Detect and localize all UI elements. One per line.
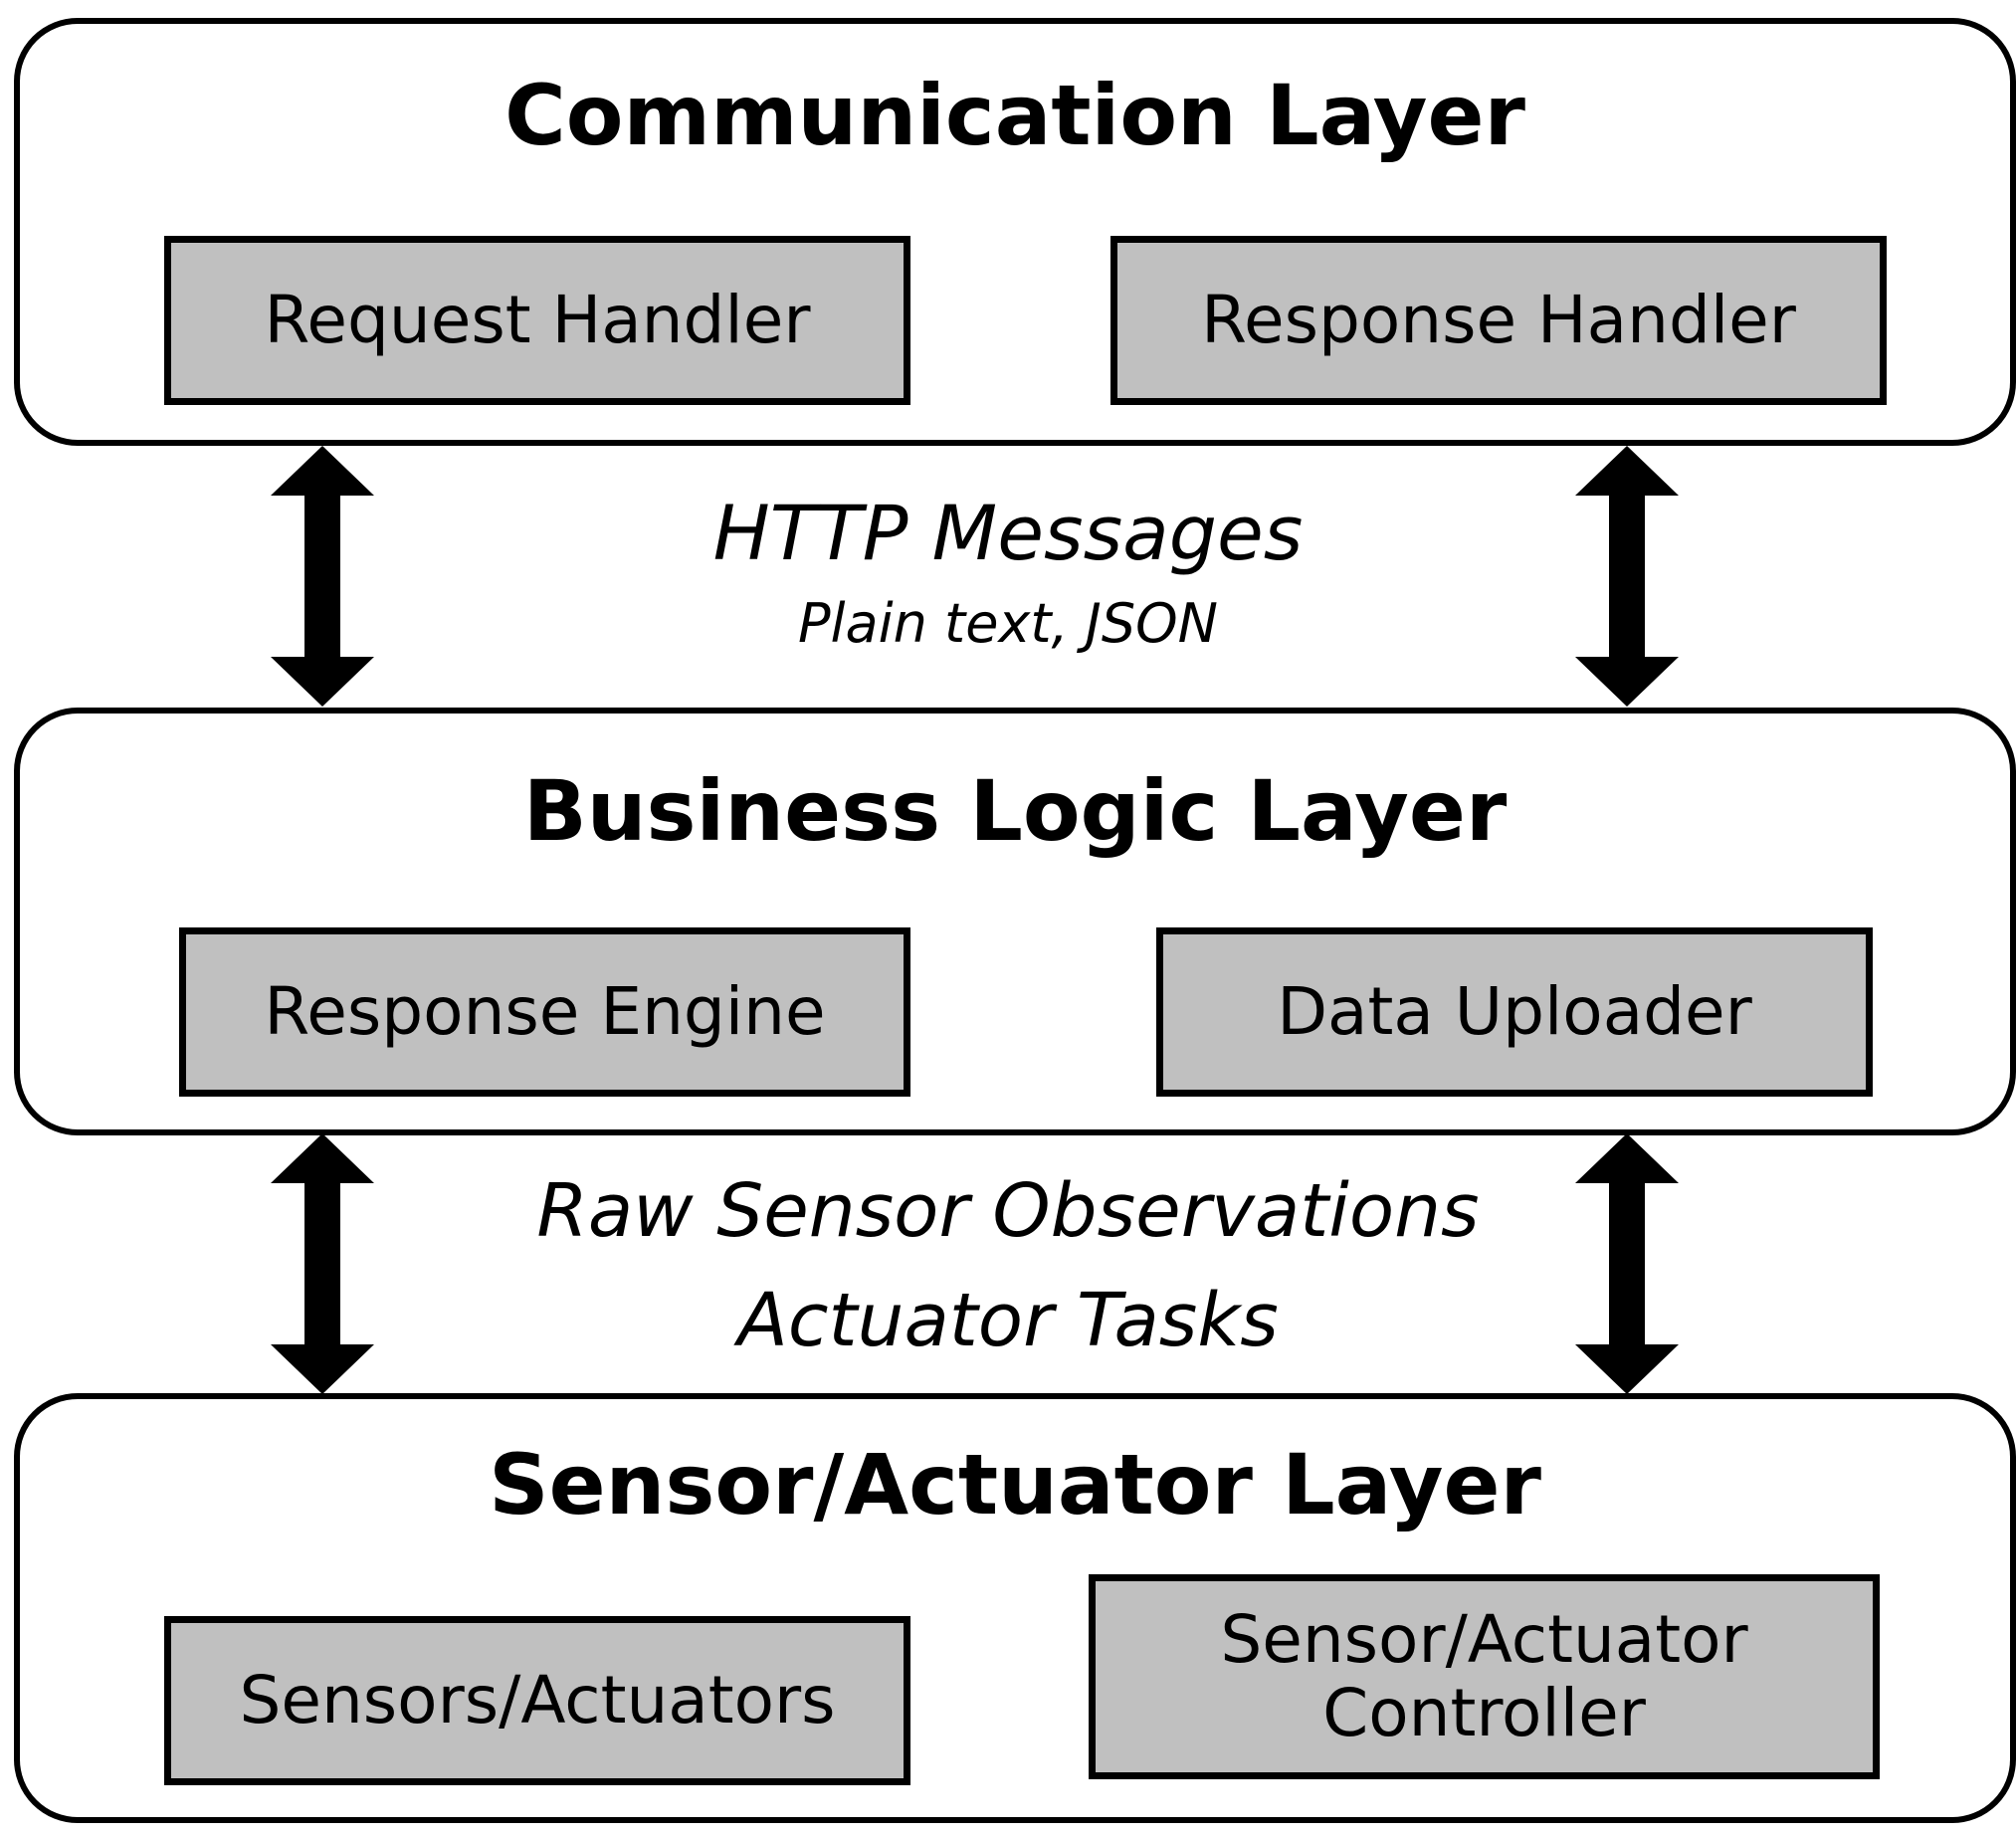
double-headed-arrow-icon — [1575, 1133, 1679, 1394]
sensor-actuator-layer: Sensor/Actuator Layer Sensors/Actuators … — [14, 1393, 2016, 1823]
response-handler-label: Response Handler — [1201, 282, 1796, 359]
http-format-label: Plain text, JSON — [797, 592, 1218, 655]
data-uploader-box: Data Uploader — [1156, 927, 1873, 1097]
http-messages-label: HTTP Messages — [712, 489, 1304, 577]
sensors-actuators-box: Sensors/Actuators — [164, 1616, 910, 1785]
controller-label-line-2: Controller — [1322, 1675, 1646, 1751]
sensors-actuators-label: Sensors/Actuators — [239, 1662, 836, 1739]
request-handler-label: Request Handler — [264, 282, 811, 359]
communication-layer-title: Communication Layer — [504, 67, 1525, 164]
response-handler-box: Response Handler — [1110, 236, 1887, 405]
response-engine-box: Response Engine — [179, 927, 910, 1097]
communication-layer: Communication Layer Request Handler Resp… — [14, 18, 2016, 446]
business-logic-layer-title: Business Logic Layer — [522, 762, 1508, 860]
double-headed-arrow-icon — [1575, 446, 1679, 707]
double-headed-arrow-icon — [271, 1133, 374, 1394]
double-headed-arrow-icon — [271, 446, 374, 707]
controller-label-line-1: Sensor/Actuator — [1220, 1601, 1748, 1679]
sensor-actuator-layer-title: Sensor/Actuator Layer — [489, 1436, 1541, 1533]
response-engine-label: Response Engine — [264, 973, 826, 1051]
request-handler-box: Request Handler — [164, 236, 910, 405]
sensor-actuator-controller-box: Sensor/Actuator Controller — [1089, 1574, 1880, 1779]
data-uploader-label: Data Uploader — [1277, 973, 1752, 1051]
raw-sensor-observations-label: Raw Sensor Observations — [536, 1168, 1480, 1254]
actuator-tasks-label: Actuator Tasks — [737, 1278, 1279, 1363]
business-logic-layer: Business Logic Layer Response Engine Dat… — [14, 708, 2016, 1135]
